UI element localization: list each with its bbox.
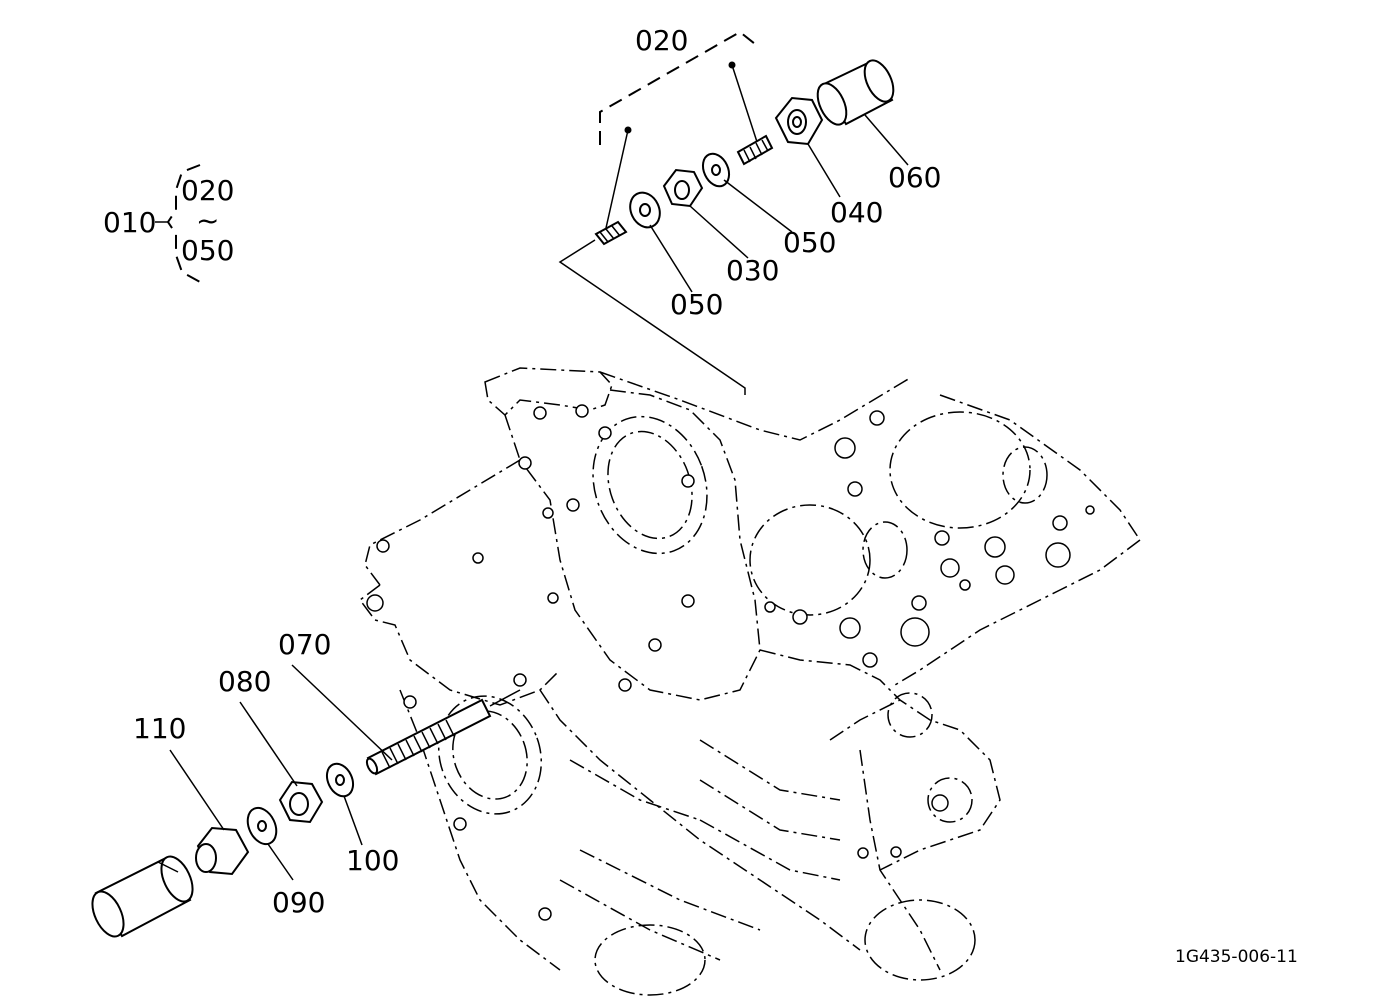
cover-cap-lower-part	[91, 855, 194, 938]
label-080: 080	[218, 665, 271, 698]
label-020-group: 020	[181, 174, 234, 207]
label-050-group: 050	[181, 234, 234, 267]
cover-cap-060-part	[816, 59, 895, 126]
label-060: 060	[888, 161, 941, 194]
label-090: 090	[272, 886, 325, 919]
engine-block	[358, 367, 1141, 996]
figure-code: 1G435-006-11	[1175, 947, 1298, 967]
top-assembly-group	[558, 30, 909, 395]
label-050-a: 050	[670, 288, 723, 321]
label-020-top: 020	[635, 24, 688, 57]
label-040: 040	[830, 196, 883, 229]
label-030: 030	[726, 254, 779, 287]
stud-070-part	[365, 698, 492, 776]
label-050-b: 050	[783, 226, 836, 259]
group-bracket-010	[155, 164, 201, 283]
stud-small-part	[594, 220, 628, 246]
stud-threaded-part	[736, 134, 774, 166]
label-010: 010	[103, 206, 156, 239]
lower-assembly-group	[91, 664, 521, 938]
label-100: 100	[346, 844, 399, 877]
label-070: 070	[278, 628, 331, 661]
label-110: 110	[133, 712, 186, 745]
label-tilde: ~	[196, 204, 219, 237]
